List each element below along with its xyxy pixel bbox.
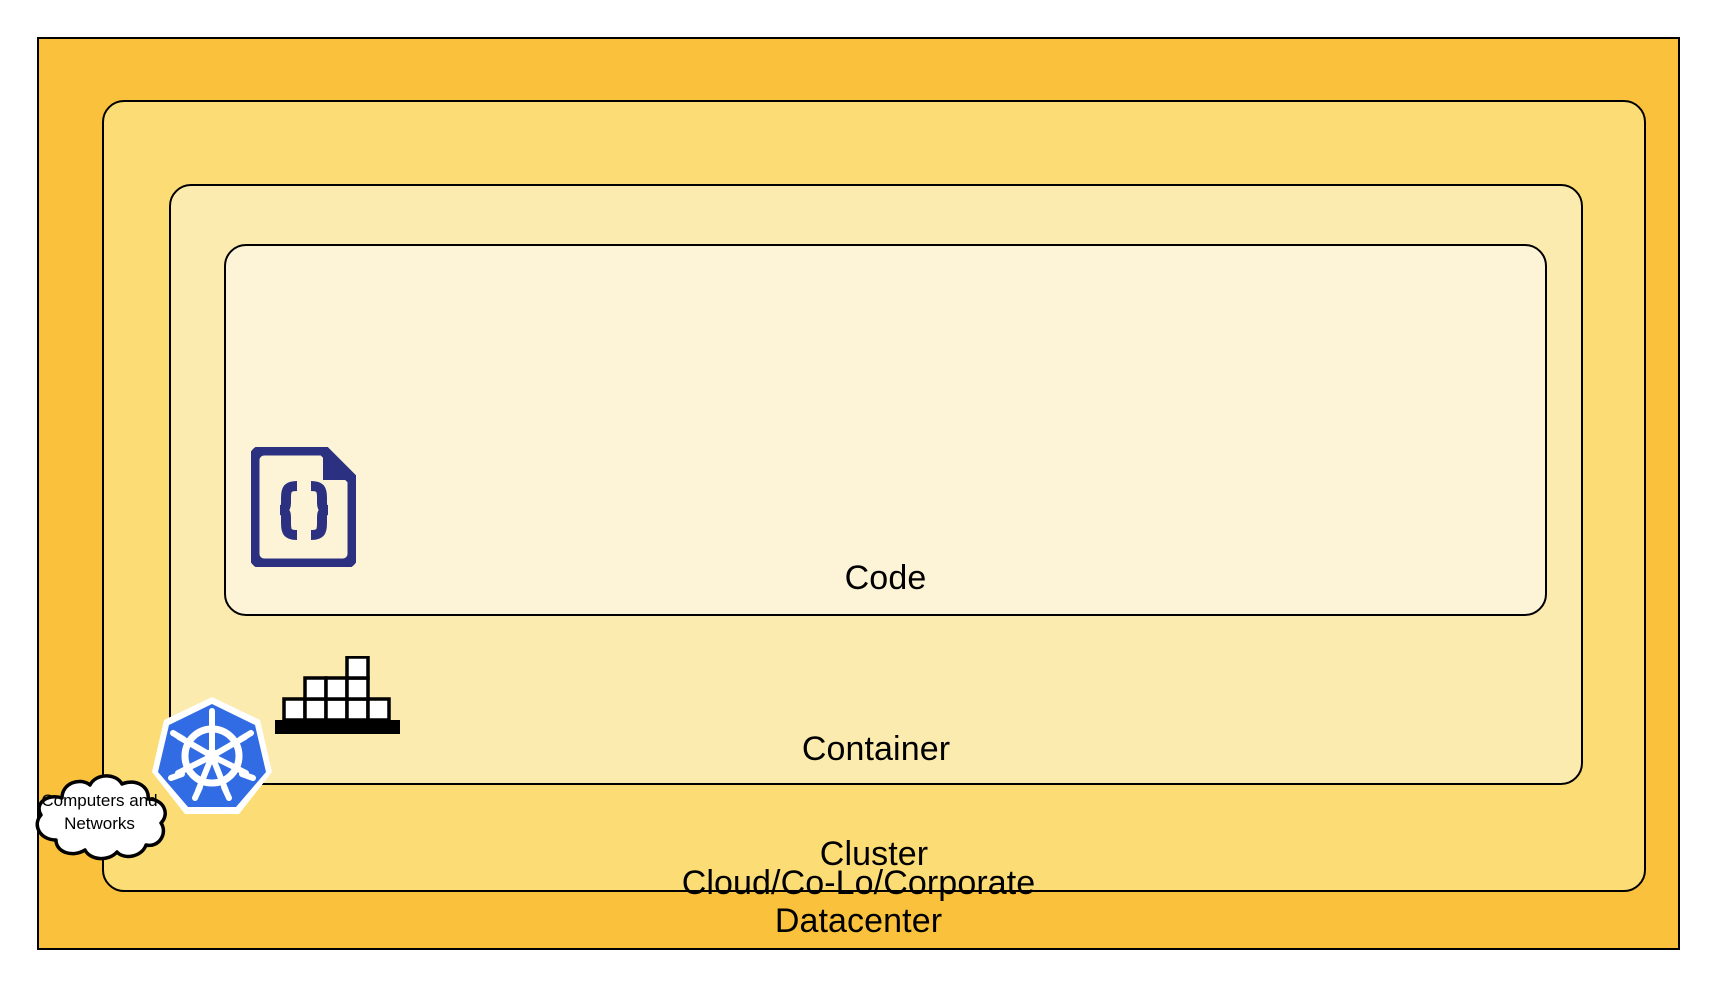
layer-container[interactable]: Code Container	[169, 184, 1583, 785]
layer-code[interactable]: Code	[224, 244, 1547, 616]
container-blocks-icon	[275, 656, 400, 734]
computers-networks-cloud[interactable]	[28, 770, 171, 862]
layer-label-container: Container	[801, 730, 951, 768]
layer-label-code: Code	[844, 559, 927, 597]
kubernetes-helm-icon	[152, 697, 272, 814]
layer-cluster[interactable]: Code Container	[102, 100, 1646, 892]
json-code-file-icon	[251, 447, 356, 567]
layer-label-datacenter: Cloud/Co-Lo/Corporate Datacenter	[681, 864, 1036, 940]
layer-datacenter[interactable]: Code Container	[37, 37, 1680, 950]
layer-label-cluster: Cluster	[819, 835, 929, 873]
